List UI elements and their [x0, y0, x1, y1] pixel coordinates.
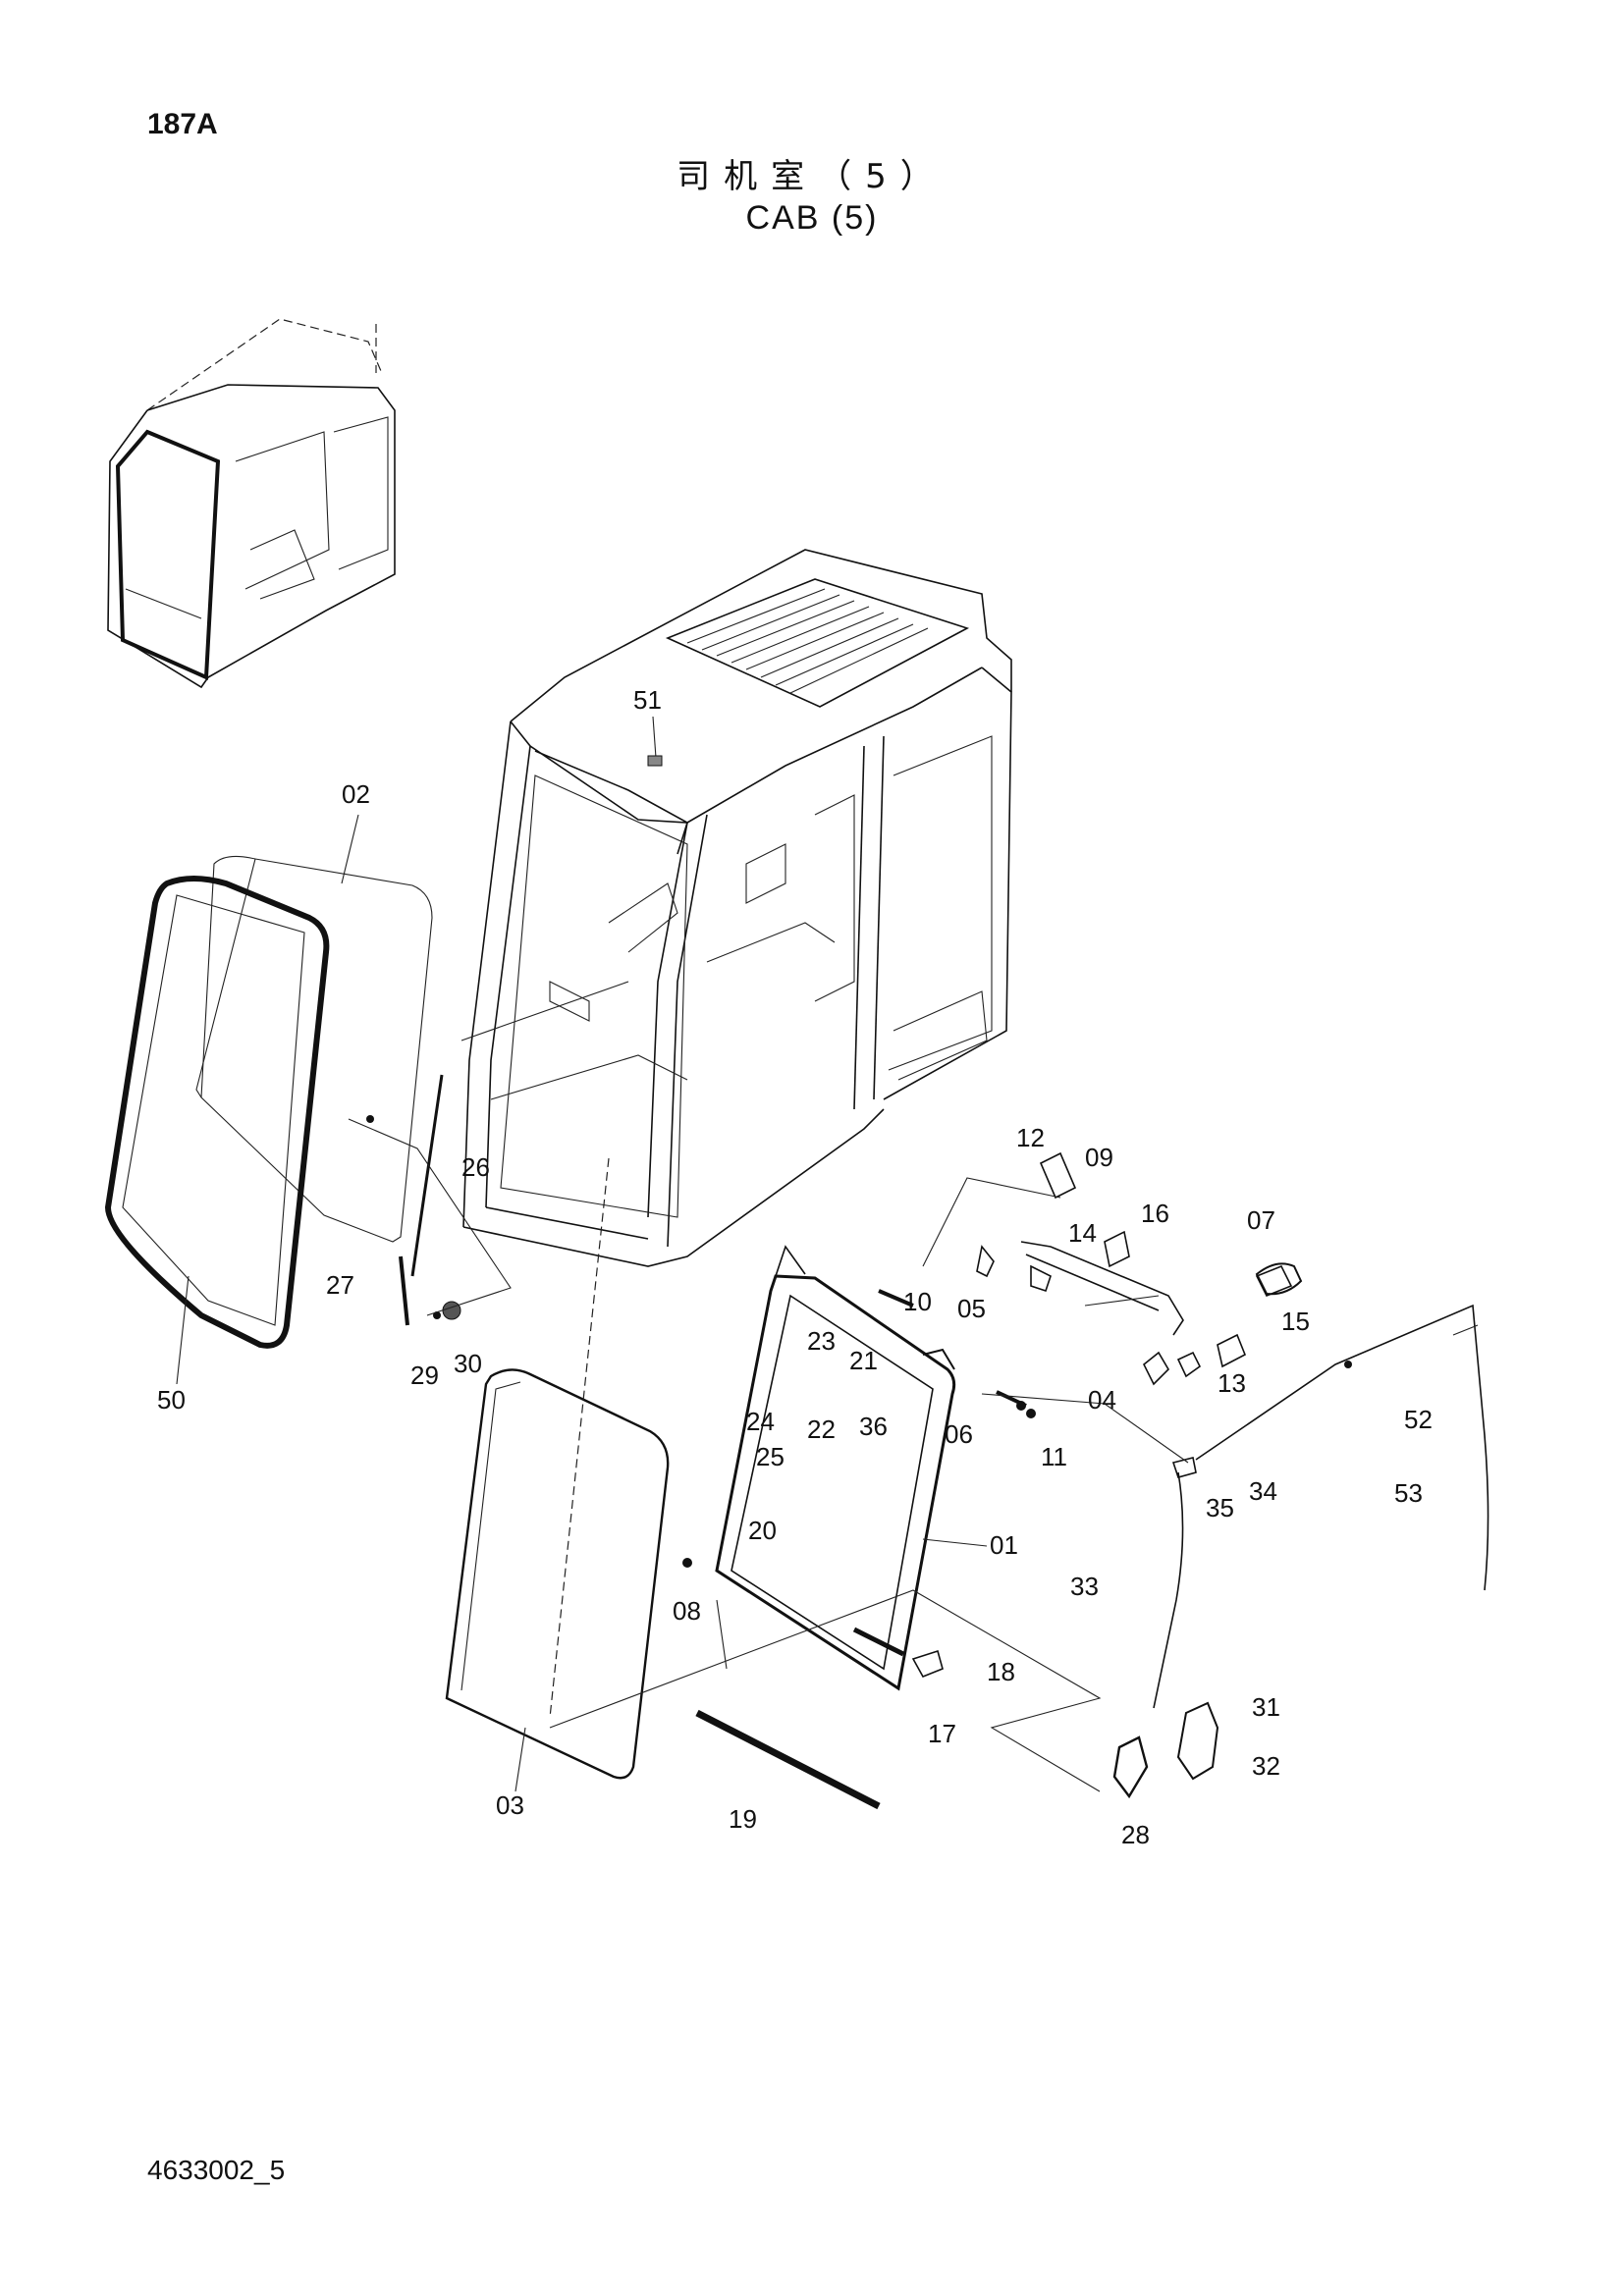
- callout-50: 50: [157, 1385, 186, 1415]
- front-glass-02: [195, 855, 433, 1243]
- assembly-leaders: [549, 1157, 1189, 1792]
- callout-52: 52: [1404, 1405, 1433, 1434]
- callout-36: 36: [859, 1412, 888, 1441]
- callout-22: 22: [807, 1415, 836, 1444]
- cables: [1153, 1304, 1489, 1709]
- callout-14: 14: [1068, 1218, 1097, 1248]
- callout-29: 29: [410, 1361, 439, 1390]
- callout-21: 21: [849, 1346, 878, 1375]
- callout-28: 28: [1121, 1820, 1150, 1849]
- callout-27: 27: [326, 1270, 354, 1300]
- callout-24: 24: [746, 1407, 775, 1436]
- callout-07: 07: [1247, 1205, 1275, 1235]
- callout-18: 18: [987, 1657, 1015, 1686]
- title-english: CAB (5): [745, 199, 879, 237]
- callout-23: 23: [807, 1326, 836, 1356]
- callout-31: 31: [1252, 1692, 1280, 1722]
- callout-10: 10: [903, 1287, 932, 1316]
- callout-15: 15: [1281, 1307, 1310, 1336]
- door-lock-parts: [911, 1649, 1219, 1799]
- upper-rail-parts: [878, 1151, 1293, 1418]
- callout-03: 03: [496, 1790, 524, 1820]
- callout-32: 32: [1252, 1751, 1280, 1781]
- page-code: 187A: [147, 108, 218, 140]
- callout-25: 25: [756, 1442, 785, 1471]
- callout-53: 53: [1394, 1478, 1423, 1508]
- callout-11: 11: [1041, 1442, 1067, 1471]
- callout-08: 08: [673, 1596, 701, 1626]
- callout-35: 35: [1206, 1493, 1234, 1522]
- callout-01: 01: [990, 1530, 1018, 1560]
- callout-12: 12: [1016, 1123, 1045, 1152]
- callout-labels: 51 02 26 27 50 29 30 03 19 20 08 36 01 2…: [157, 685, 1433, 1849]
- callout-33: 33: [1070, 1572, 1099, 1601]
- callout-06: 06: [945, 1419, 973, 1449]
- callout-05: 05: [957, 1294, 986, 1323]
- door-frame-01: [715, 1245, 956, 1691]
- callout-34: 34: [1249, 1476, 1277, 1506]
- callout-16: 16: [1141, 1199, 1169, 1228]
- callout-26: 26: [461, 1152, 490, 1182]
- callout-20: 20: [748, 1516, 777, 1545]
- document-number: 4633002_5: [147, 2155, 286, 2185]
- callout-17: 17: [928, 1719, 956, 1748]
- callout-02: 02: [342, 779, 370, 809]
- rubber-strip-19: [695, 1709, 881, 1810]
- reference-cab-thumbnail: [107, 318, 396, 689]
- callout-09: 09: [1085, 1143, 1113, 1172]
- callout-30: 30: [454, 1349, 482, 1378]
- callout-51: 51: [633, 685, 662, 715]
- lower-glass-03: [445, 1368, 670, 1780]
- wiper-parts: [348, 1074, 512, 1326]
- cab-frame: [460, 549, 1012, 1267]
- callout-19: 19: [729, 1804, 757, 1834]
- callout-04: 04: [1088, 1385, 1116, 1415]
- window-seal-50: [104, 876, 330, 1349]
- title-chinese: 司机室（5）: [677, 157, 947, 196]
- callout-13: 13: [1218, 1368, 1246, 1398]
